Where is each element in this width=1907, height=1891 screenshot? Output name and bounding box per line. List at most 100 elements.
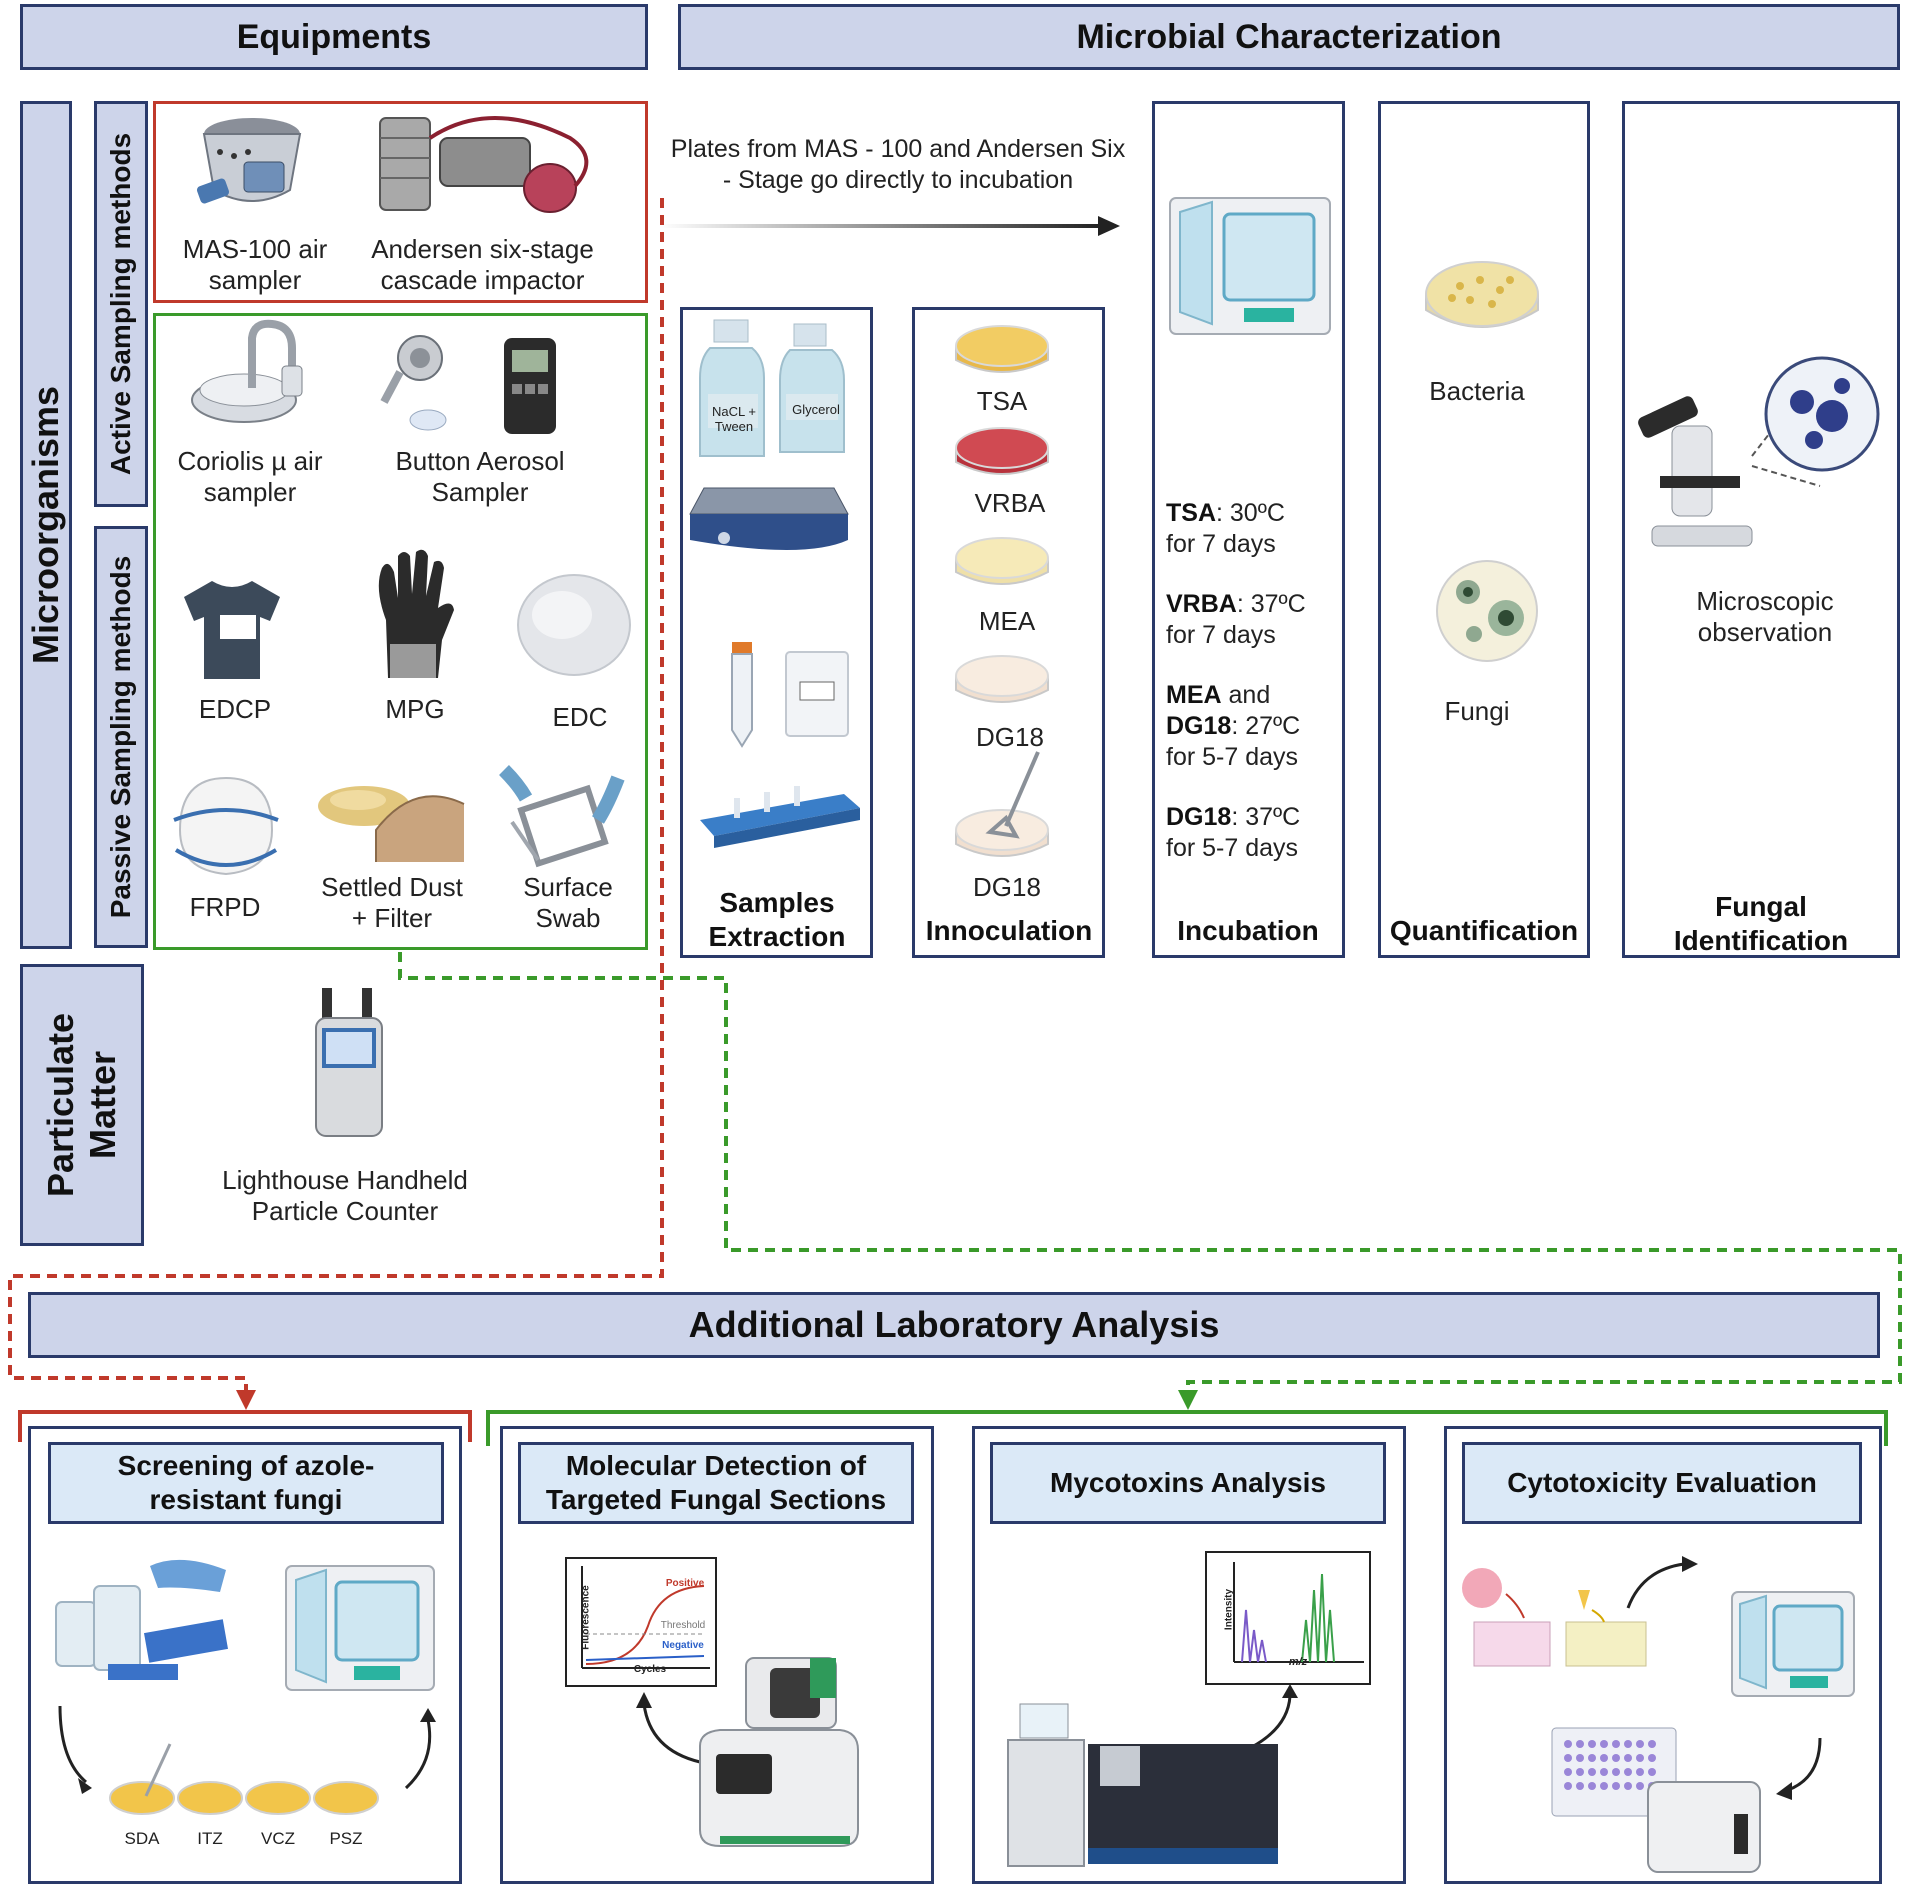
- button-pump-icon: [504, 338, 556, 434]
- qpcr-positive-label: Positive: [665, 1578, 705, 1589]
- itz-label: ITZ: [197, 1829, 223, 1848]
- button-sampler-label: Button Aerosol Sampler: [395, 446, 565, 507]
- microscope-icon: [1638, 356, 1880, 547]
- cytotoxicity-arrow-1: [1626, 1556, 1698, 1609]
- sample-bag-icon: [785, 651, 849, 737]
- cytotoxicity-title-text: Cytotoxicity Evaluation: [1507, 1467, 1817, 1498]
- coriolis-sampler-icon: [191, 319, 303, 423]
- antifungal-plates-icon: [109, 1743, 379, 1815]
- mas100-label: MAS-100 air sampler: [182, 234, 328, 295]
- tshirt-icon: [184, 581, 280, 679]
- quantification-title: Quantification: [1389, 915, 1579, 946]
- screening-title: Screening of azole-resistant fungi: [48, 1442, 444, 1524]
- particulate-matter-header: Particulate Matter: [20, 964, 144, 1246]
- qpcr-threshold-label: Threshold: [660, 1620, 706, 1631]
- coriolis-label: Coriolis µ air sampler: [177, 446, 323, 507]
- dg18-time: for 5-7 days: [1166, 834, 1299, 862]
- vrba-medium: VRBA: [1166, 590, 1237, 618]
- tsa-label: TSA: [976, 386, 1028, 416]
- cytotoxicity-arrow-2: [1776, 1737, 1822, 1800]
- falcon-tube-icon: [731, 642, 753, 748]
- molecular-title: Molecular Detection of Targeted Fungal S…: [518, 1442, 914, 1524]
- equipments-header: Equipments: [20, 4, 648, 70]
- button-sampler-icon: [380, 335, 447, 431]
- frpd-label: FRPD: [189, 892, 261, 922]
- dg18-plate-icon: [955, 655, 1049, 703]
- active-equipment-box: [153, 101, 648, 303]
- lc-ms-instrument-icon: [1007, 1703, 1278, 1867]
- nacl-tween-label: NaCL + Tween: [712, 404, 756, 434]
- microbial-header-label: Microbial Characterization: [1076, 17, 1502, 56]
- mycotoxins-title: Mycotoxins Analysis: [990, 1442, 1386, 1524]
- microorganisms-header: Microorganisms: [20, 101, 72, 949]
- incubation-condition-tsa: TSA: 30ºC for 7 days: [1166, 498, 1344, 560]
- tsa-plate-icon: [955, 325, 1049, 373]
- mea-label: MEA: [978, 606, 1036, 636]
- mycotoxins-title-text: Mycotoxins Analysis: [1050, 1467, 1326, 1498]
- qpcr-curve-chart: [565, 1557, 717, 1687]
- tsa-temp: : 30ºC: [1216, 499, 1285, 527]
- mass-spectrum-chart: [1205, 1551, 1371, 1685]
- pcr-machine-icon: [699, 1657, 859, 1847]
- extraction-bottles-icon: [699, 319, 845, 457]
- lighthouse-label: Lighthouse Handheld Particle Counter: [222, 1165, 468, 1226]
- andersen-impactor-icon: [379, 116, 589, 213]
- ms-y-label: Intensity: [1223, 1588, 1235, 1631]
- inoculation-title: Innoculation: [925, 915, 1093, 946]
- dg18-label-1: DG18: [976, 722, 1044, 752]
- settled-dust-label: Settled Dust + Filter: [321, 872, 463, 933]
- quantification-panel: [1378, 101, 1590, 958]
- glycerol-label: Glycerol: [792, 402, 840, 417]
- fungi-plate-icon: [1436, 560, 1538, 662]
- edc-cloth-icon: [517, 574, 631, 676]
- vcz-label: VCZ: [261, 1829, 295, 1848]
- surface-swab-icon: [499, 765, 625, 868]
- surface-swab-label: Surface Swab: [523, 872, 613, 933]
- equipments-header-label: Equipments: [236, 17, 432, 56]
- incubator-icon: [1169, 197, 1331, 335]
- mea-medium: MEA: [1166, 681, 1222, 709]
- mea-plate-icon: [955, 537, 1049, 585]
- cytotoxicity-incubator-icon: [1731, 1591, 1855, 1697]
- plate-reader-icon: [1551, 1727, 1761, 1873]
- respirator-mask-icon: [173, 776, 279, 876]
- additional-analysis-label: Additional Laboratory Analysis: [688, 1304, 1220, 1345]
- screening-incubator-icon: [285, 1565, 435, 1691]
- samples-extraction-title: Samples Extraction: [708, 887, 846, 952]
- bacteria-label: Bacteria: [1429, 376, 1525, 406]
- direct-incubation-note: Plates from MAS - 100 and Andersen Six -…: [670, 135, 1126, 194]
- dg18-temp: : 37ºC: [1231, 803, 1301, 831]
- qpcr-x-label: Cycles: [633, 1664, 667, 1675]
- cytotoxicity-title: Cytotoxicity Evaluation: [1462, 1442, 1862, 1524]
- screening-cycle-arrows: [58, 1705, 436, 1794]
- tsa-medium: TSA: [1166, 499, 1216, 527]
- molecular-title-text: Molecular Detection of Targeted Fungal S…: [545, 1450, 887, 1515]
- bacteria-plate-icon: [1425, 261, 1539, 328]
- glove-icon: [378, 549, 454, 678]
- andersen-label: Andersen six-stage cascade impactor: [371, 234, 594, 295]
- sda-label: SDA: [124, 1829, 160, 1848]
- mea-and: and: [1221, 681, 1271, 709]
- dg18-label-2: DG18: [973, 872, 1041, 902]
- screening-reagents-icon: [55, 1559, 228, 1680]
- dg18-spread-plate-icon: [955, 751, 1049, 857]
- dg18-medium: DG18: [1166, 712, 1232, 740]
- vrba-time: for 7 days: [1166, 621, 1276, 649]
- particle-counter-icon: [315, 988, 383, 1137]
- dg18-medium-2: DG18: [1166, 803, 1232, 831]
- edcp-label: EDCP: [198, 694, 272, 724]
- qpcr-negative-label: Negative: [662, 1640, 704, 1651]
- mea-time: for 5-7 days: [1166, 743, 1299, 771]
- fungi-label: Fungi: [1444, 696, 1510, 726]
- fungal-identification-title: Fungal Identification: [1673, 891, 1849, 956]
- mas100-sampler-icon: [196, 118, 302, 204]
- passive-equipment-box: [153, 313, 648, 950]
- passive-sampling-header: Passive Sampling methods: [94, 526, 148, 948]
- shaker-icon: [689, 487, 849, 550]
- tsa-time: for 7 days: [1166, 530, 1276, 558]
- cell-plates-icon: [1462, 1568, 1647, 1667]
